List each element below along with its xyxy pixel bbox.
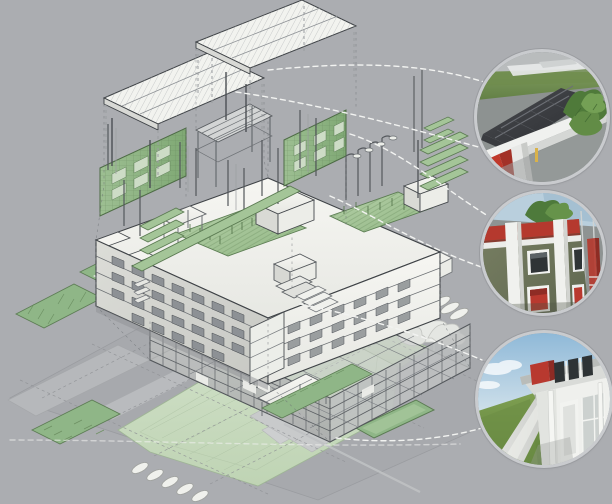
window-grid-sw <box>111 255 245 363</box>
louvre-detail-module <box>295 285 339 313</box>
leader-roof-lower <box>235 91 483 149</box>
planter-strip-southeast <box>354 399 436 439</box>
green-louvre-band <box>130 185 302 272</box>
photo-entrance-image <box>478 333 610 465</box>
canopy-posts <box>111 72 247 188</box>
bollard-row <box>131 462 209 502</box>
green-wall-right-cells <box>293 120 345 173</box>
green-wall-left-cells <box>111 144 171 201</box>
solar-module-joints-right <box>213 7 339 59</box>
street-lamps <box>345 135 398 200</box>
photo-facade-image <box>483 193 603 313</box>
photo-solar-roof-image <box>477 52 607 182</box>
leader-lines <box>9 64 489 446</box>
leader-entrance-lower <box>335 427 483 442</box>
stepped-site-markers <box>133 278 151 304</box>
green-louvre-shelves <box>417 131 469 198</box>
green-louvre-shelves-left <box>139 207 185 255</box>
column-grid <box>107 110 317 236</box>
column-grid-light <box>115 114 309 210</box>
plaza-axis-line <box>283 423 421 493</box>
pergola-frame <box>195 103 273 187</box>
green-wall-panel-left <box>99 127 187 217</box>
leader-facade-lower <box>329 195 485 269</box>
planter-strip-southwest <box>30 399 122 445</box>
facade-windows <box>527 247 584 275</box>
photo-inset-facade[interactable]: Facade detail: olive render, white pilas… <box>483 193 603 313</box>
rooftop-plant-room <box>254 189 316 235</box>
explosion-guide-lines <box>95 32 471 443</box>
canopy-droppers-right <box>197 6 355 120</box>
layer-green-screens <box>99 103 469 272</box>
cutaway-bay <box>249 311 285 385</box>
leader-facade-upper <box>349 133 489 217</box>
pergola-posts <box>197 106 271 187</box>
solar-panel-array-left <box>102 51 266 176</box>
solar-module-joints-left <box>121 59 247 115</box>
leader-site-baseline <box>9 439 461 446</box>
foundation-planting-hatch <box>275 369 345 405</box>
foundation-planting <box>261 363 373 419</box>
window-grid-se <box>287 278 411 367</box>
leader-entrance-upper <box>299 303 483 361</box>
wireframe-mullions-end <box>343 334 457 434</box>
solar-panel-array-right <box>194 0 358 120</box>
leader-roof-upper <box>267 64 485 83</box>
photo-inset-entrance[interactable]: Ground level entrance canopy and lawn ap… <box>478 333 610 465</box>
photo-inset-solar-roof[interactable]: Rooftop photovoltaic array with planted … <box>477 52 607 182</box>
canopy-droppers-left <box>105 58 263 176</box>
layer-solar-canopies <box>102 0 358 188</box>
massing-base-shadow <box>96 306 268 390</box>
